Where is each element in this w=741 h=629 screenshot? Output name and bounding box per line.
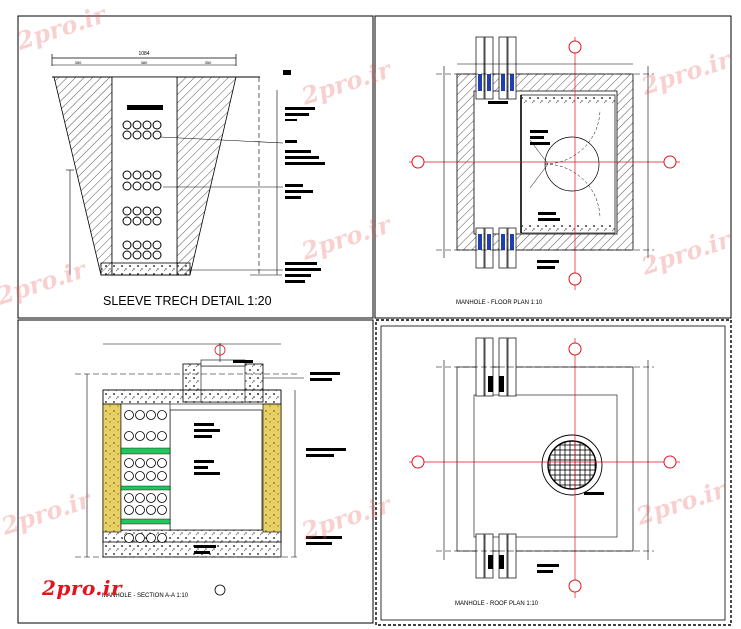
sleeve-trench-detail: 1084 350 380 350 <box>51 51 325 308</box>
watermark-text: 2pro.ir <box>297 54 396 111</box>
section-ducts <box>124 410 167 543</box>
trench-dim-3: 350 <box>205 60 212 65</box>
manhole-roof-plan: MANHOLE - ROOF PLAN 1:10 <box>409 337 680 607</box>
watermark-text: 2pro.ir <box>0 254 91 311</box>
watermark-text: 2pro.ir <box>632 474 731 531</box>
watermark-text: 2pro.ir <box>297 209 396 266</box>
sleeve-trench-title: SLEEVE TRECH DETAIL 1:20 <box>103 294 272 308</box>
trench-dim-total: 1084 <box>138 51 149 57</box>
duct-group-3 <box>122 206 162 226</box>
watermark-text: 2pro.ir <box>0 484 96 541</box>
panel-frames <box>17 15 732 626</box>
roof-plan-title: MANHOLE - ROOF PLAN 1:10 <box>455 601 539 607</box>
section-spacers <box>120 447 171 525</box>
manhole-section: MANHOLE - SECTION A-A 1:10 <box>75 343 346 599</box>
section-markers <box>411 40 677 286</box>
trench-dim-1: 350 <box>75 60 82 65</box>
watermark-text: 2pro.ir <box>12 0 111 56</box>
manhole-floor-plan: MANHOLE - FLOOR PLAN 1:10 <box>409 36 680 306</box>
duct-group-1 <box>122 120 162 140</box>
floor-plan-sleeves-top <box>475 36 517 100</box>
trench-dim-2: 380 <box>141 60 148 65</box>
brand-logo-text: 2pro.ir <box>42 576 123 600</box>
manhole-cover <box>547 440 597 490</box>
watermark-text: 2pro.ir <box>637 224 736 281</box>
section-title: MANHOLE - SECTION A-A 1:10 <box>102 593 189 599</box>
watermark-text: 2pro.ir <box>637 44 736 101</box>
floor-plan-title: MANHOLE - FLOOR PLAN 1:10 <box>456 300 543 306</box>
duct-group-2 <box>122 170 162 191</box>
duct-group-4 <box>122 240 162 260</box>
watermark-text: 2pro.ir <box>297 489 396 546</box>
